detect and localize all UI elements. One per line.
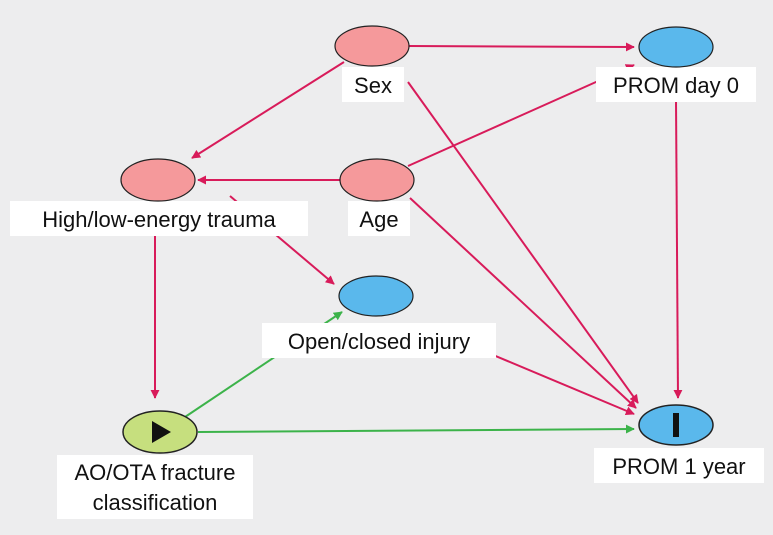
node-prom-day0 <box>638 26 714 68</box>
label-bg-ao-ota <box>57 455 253 519</box>
node-age <box>339 158 415 202</box>
label-bg-open-closed <box>262 323 496 358</box>
edge-prom-day0-to-prom-1y <box>673 99 683 399</box>
node-label-prom-1y: PROM 1 year <box>612 454 745 479</box>
node-sex <box>334 25 410 67</box>
node-label-sex: Sex <box>354 73 392 98</box>
labels: Sex PROM day 0 High/low-energy trauma Ag… <box>42 73 745 515</box>
edge-sex-to-prom-day0 <box>407 42 635 52</box>
play-icon <box>152 421 171 443</box>
node-label-open-closed: Open/closed injury <box>288 329 470 354</box>
label-bg-prom-1y <box>594 448 764 483</box>
label-bg-age <box>348 201 410 236</box>
node-label-ao-ota-line2: classification <box>93 490 218 515</box>
node-label-prom-day0: PROM day 0 <box>613 73 739 98</box>
label-backgrounds <box>10 67 764 519</box>
node-open-closed <box>338 275 414 317</box>
node-trauma <box>120 158 196 202</box>
label-bg-prom-day0 <box>596 67 756 102</box>
outcome-bar-icon <box>673 413 679 437</box>
edge-sex-to-prom-1y <box>407 81 639 404</box>
label-bg-trauma <box>10 201 308 236</box>
label-bg-sex <box>342 67 404 102</box>
nodes <box>120 25 714 454</box>
edge-sex-to-trauma <box>191 61 345 159</box>
edges <box>150 42 683 434</box>
edge-open-closed-to-prom-1y <box>485 351 635 416</box>
edge-ao-ota-to-prom-1y <box>197 424 635 434</box>
edge-age-to-prom-1y <box>409 197 637 409</box>
node-label-age: Age <box>359 207 398 232</box>
node-label-ao-ota-line1: AO/OTA fracture <box>75 460 236 485</box>
node-label-trauma: High/low-energy trauma <box>42 207 276 232</box>
